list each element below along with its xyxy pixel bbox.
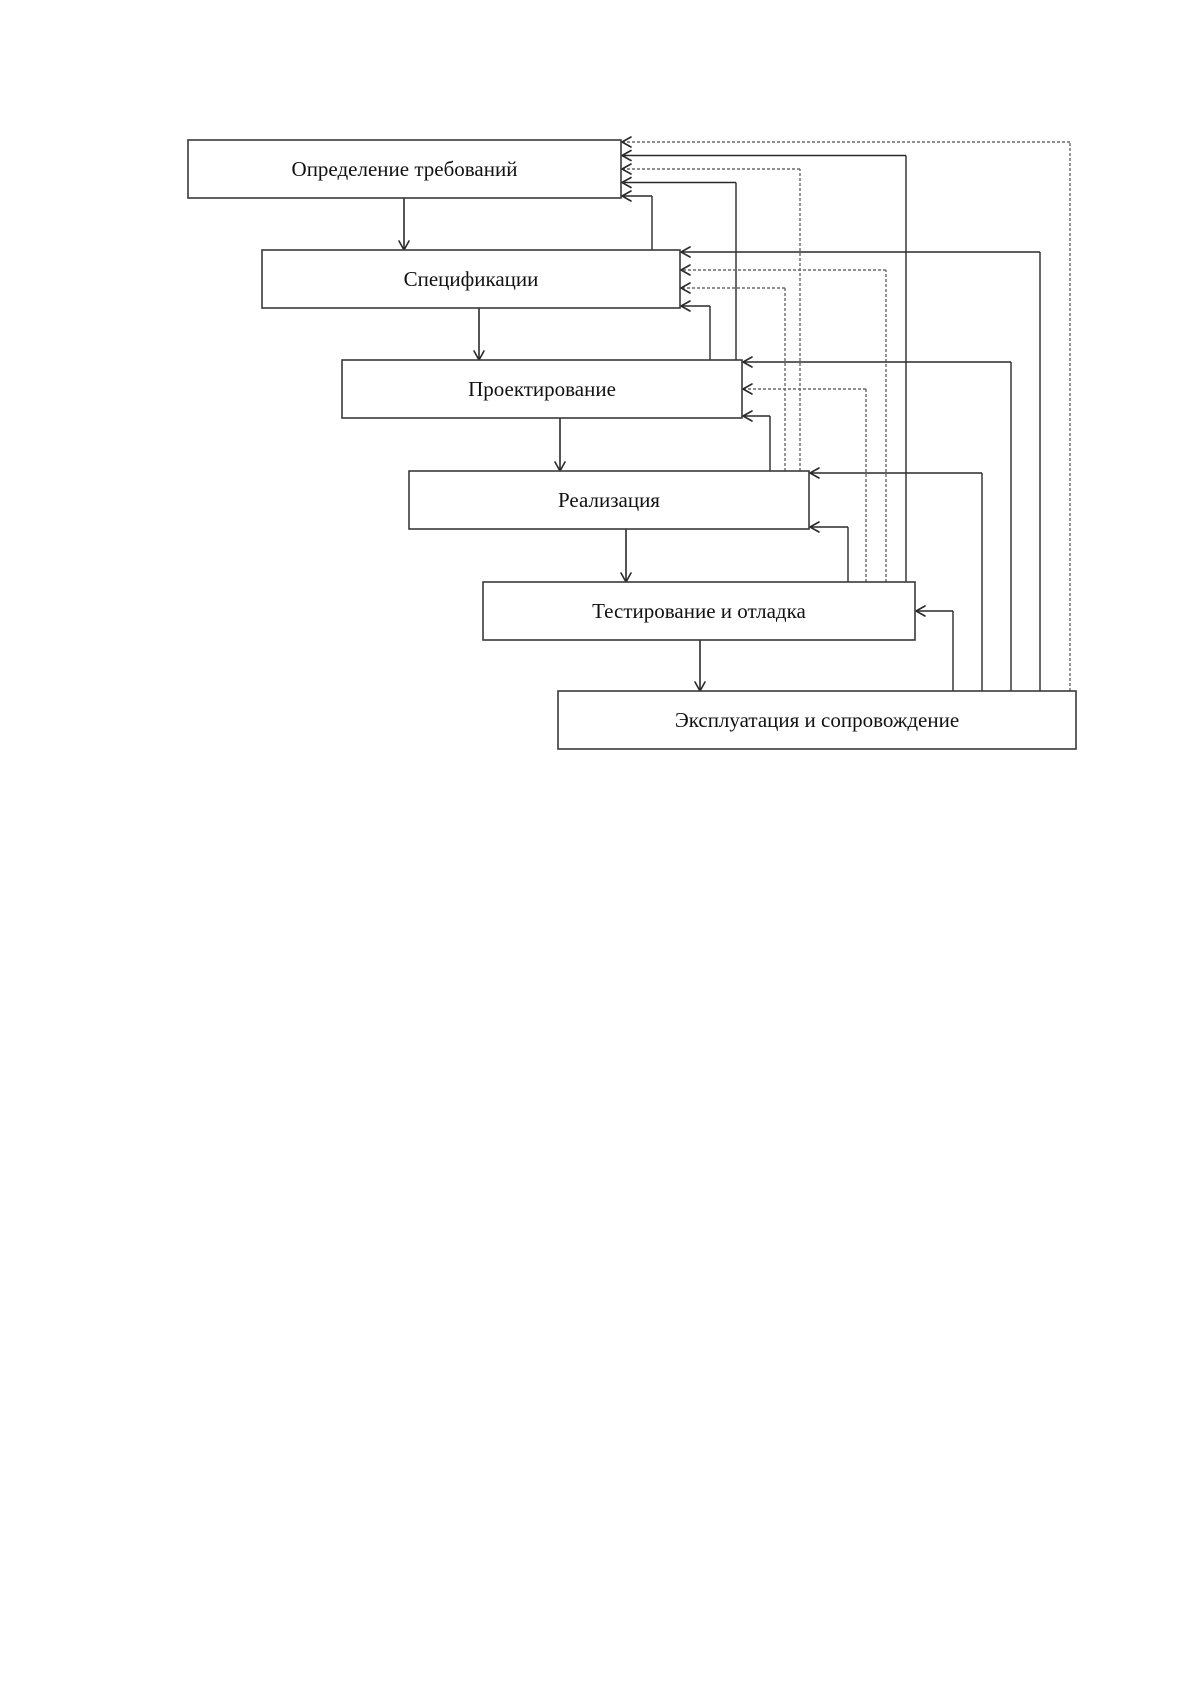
- stage-implementation-label: Реализация: [558, 488, 660, 512]
- stage-specifications: Спецификации: [262, 250, 680, 308]
- stage-testing: Тестирование и отладка: [483, 582, 915, 640]
- stage-specifications-label: Спецификации: [404, 267, 539, 291]
- stage-requirements-label: Определение требований: [292, 157, 518, 181]
- stage-design-label: Проектирование: [468, 377, 616, 401]
- stage-maintenance-label: Эксплуатация и сопровождение: [675, 708, 959, 732]
- stage-design: Проектирование: [342, 360, 742, 418]
- stage-boxes: Определение требований Спецификации Прое…: [188, 140, 1076, 749]
- stage-requirements: Определение требований: [188, 140, 621, 198]
- stage-testing-label: Тестирование и отладка: [592, 599, 806, 623]
- stage-maintenance: Эксплуатация и сопровождение: [558, 691, 1076, 749]
- stage-implementation: Реализация: [409, 471, 809, 529]
